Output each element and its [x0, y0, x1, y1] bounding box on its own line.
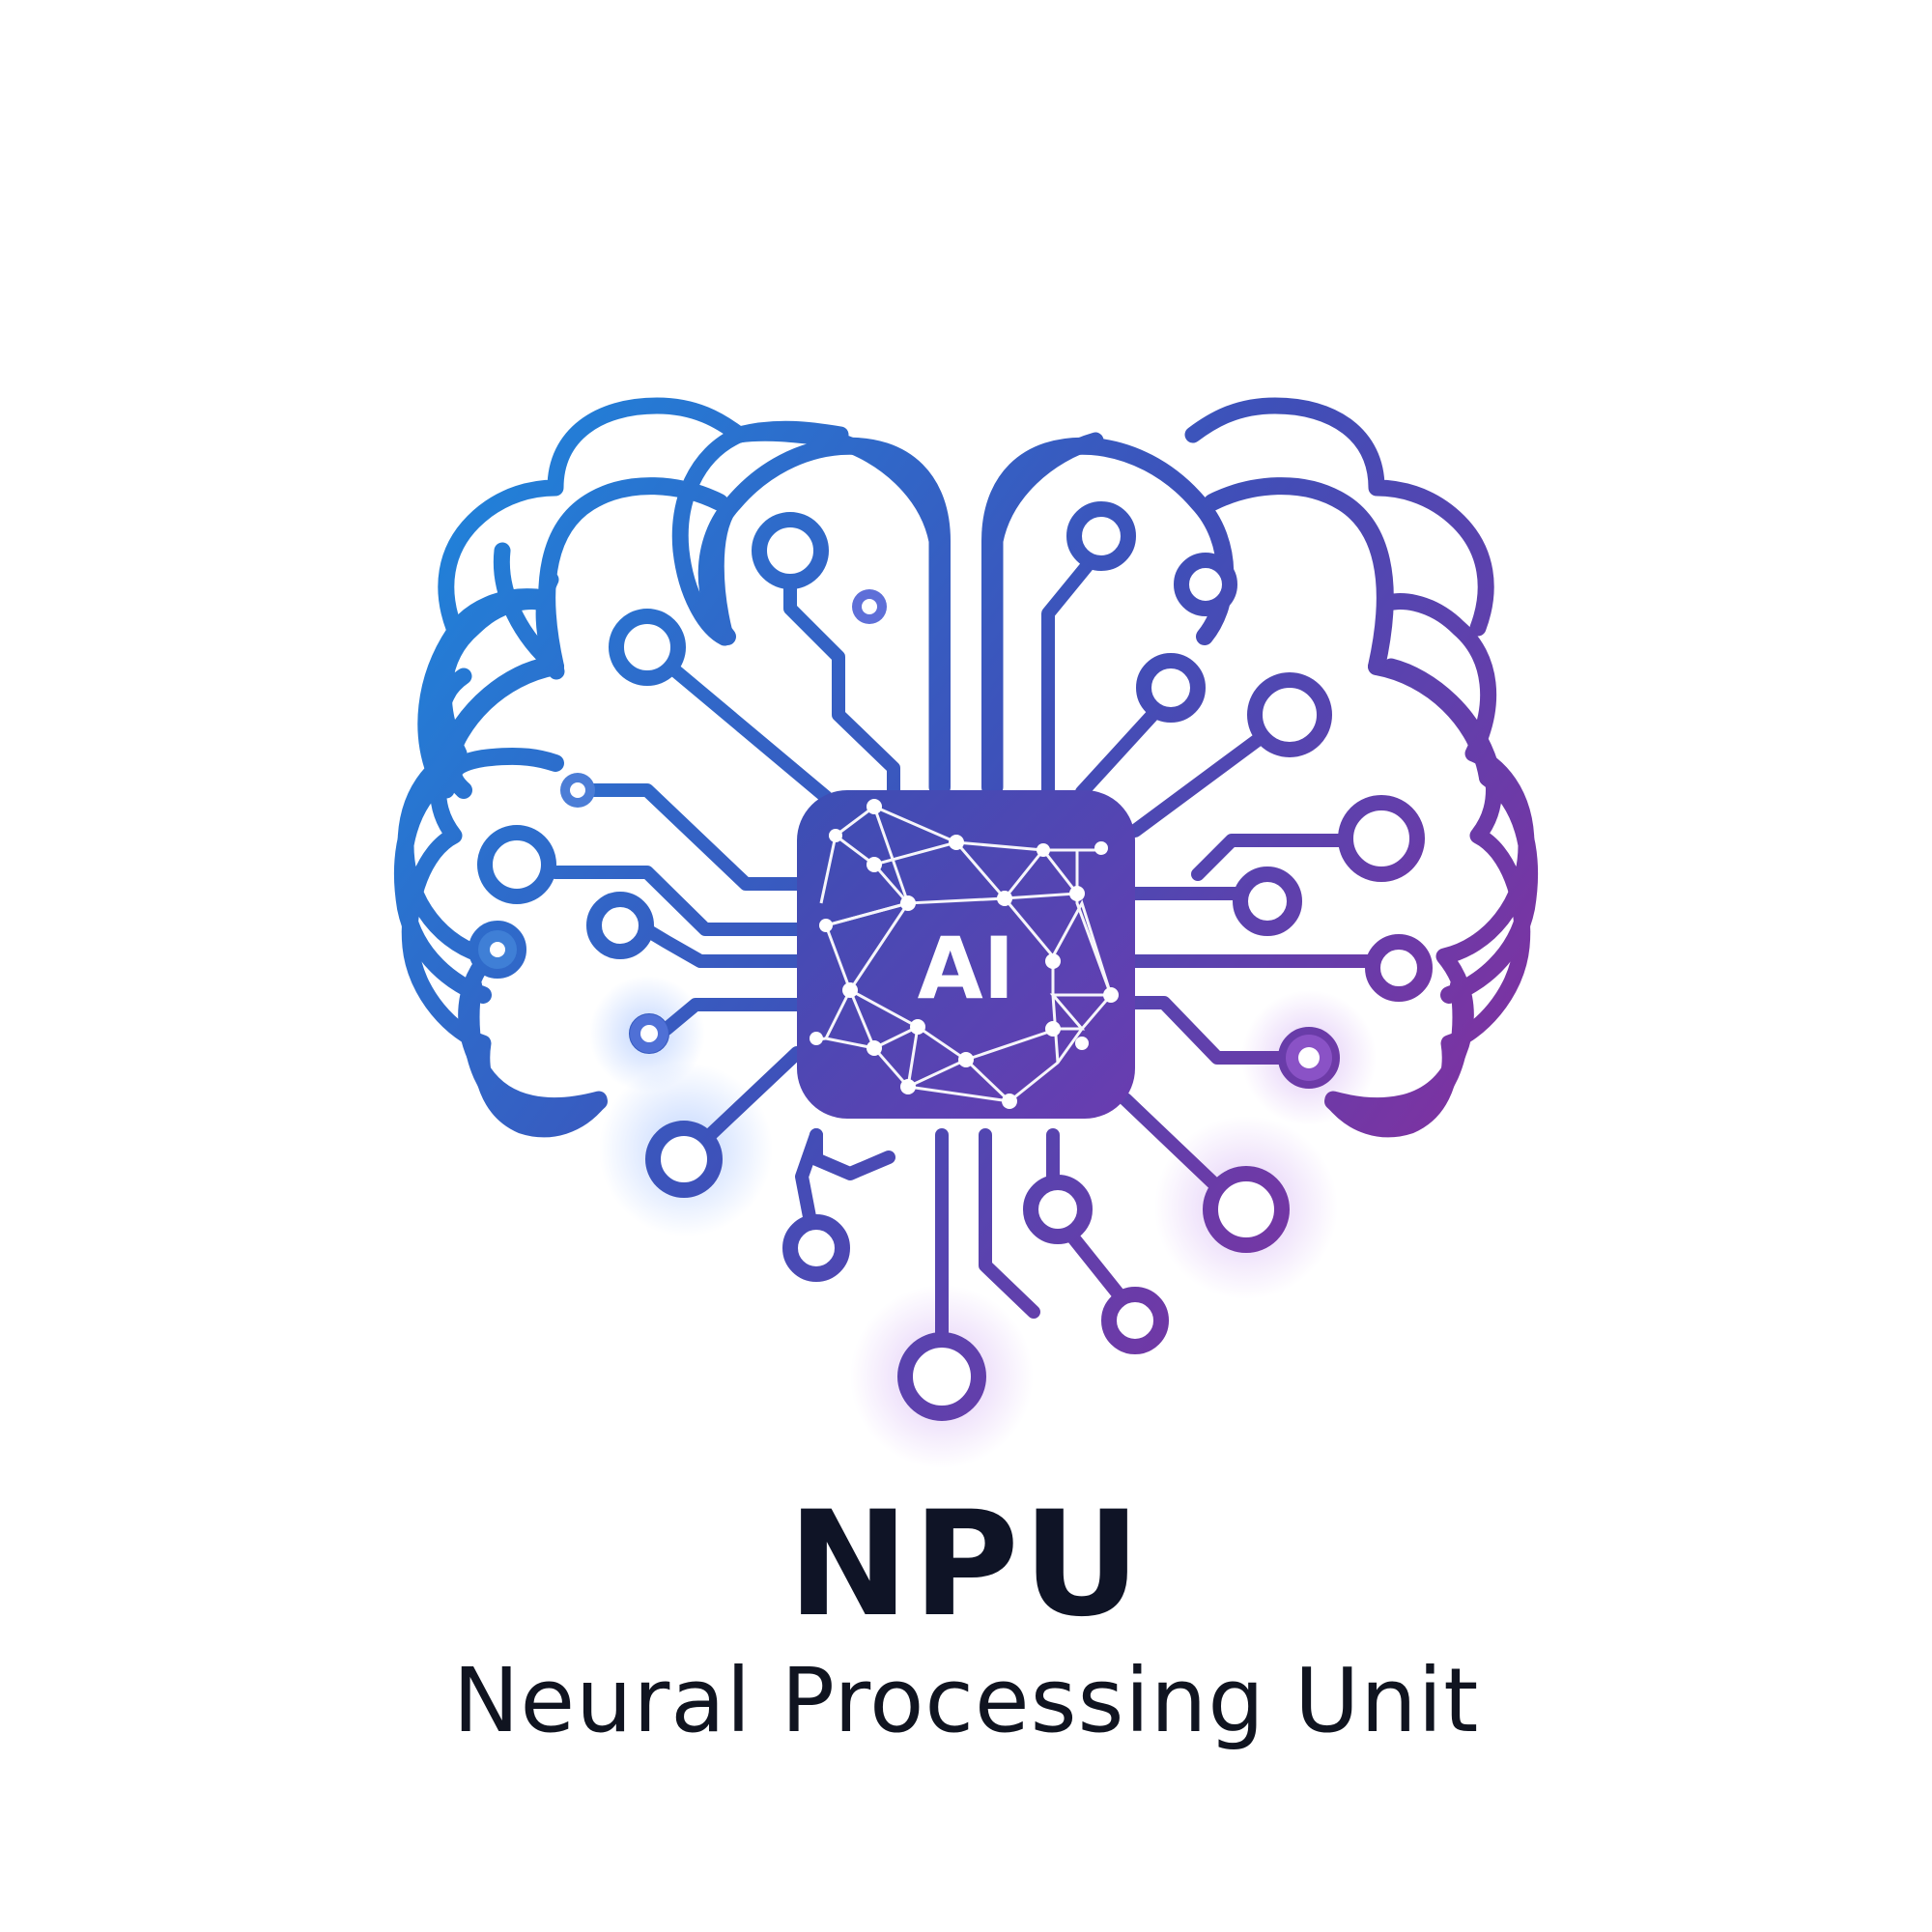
neural-network-nodes: [810, 799, 1119, 1109]
circuit-traces-icon: [549, 554, 1378, 1354]
glowing-dots: [478, 589, 1332, 1081]
logo-title: NPU: [787, 1481, 1145, 1649]
circuit-nodes: [469, 501, 1433, 1421]
logo-subtitle: Neural Processing Unit: [452, 1649, 1480, 1752]
brain-lobes: [394, 437, 1538, 1130]
chip-label: AI: [918, 919, 1015, 1018]
